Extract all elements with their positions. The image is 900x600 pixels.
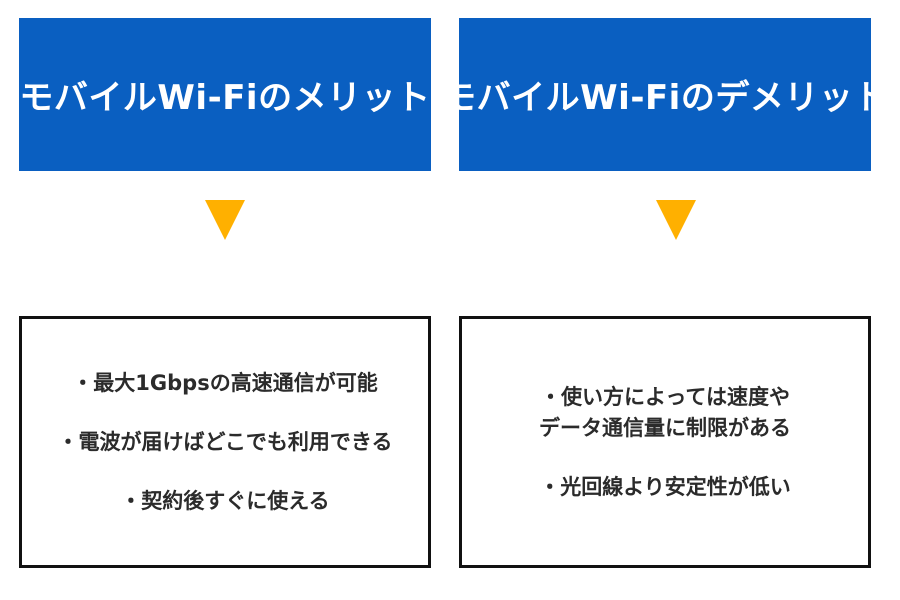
demerits-list-box: ・使い方によっては速度や データ通信量に制限がある ・光回線より安定性が低い [459,316,871,568]
merit-item-anywhere: ・電波が届けばどこでも利用できる [57,429,393,454]
demerit-item-stability-line1: ・光回線より安定性が低い [539,474,791,499]
down-triangle-icon [205,200,245,240]
demerit-item-limits-line1: ・使い方によっては速度や [540,384,790,409]
merits-header: モバイルWi-Fiのメリット [19,18,431,171]
merit-item-immediate: ・契約後すぐに使える [120,488,330,513]
demerits-header: モバイルWi-Fiのデメリット [442,18,887,171]
demerit-item-limits: ・使い方によっては速度や データ通信量に制限がある [539,382,791,444]
merits-list-box: ・最大1Gbpsの高速通信が可能 ・電波が届けばどこでも利用できる ・契約後すぐ… [19,316,431,568]
demerit-item-limits-line2: データ通信量に制限がある [539,415,791,440]
merit-item-speed: ・最大1Gbpsの高速通信が可能 [72,370,378,395]
demerit-item-stability: ・光回線より安定性が低い [539,472,791,503]
down-triangle-icon [656,200,696,240]
